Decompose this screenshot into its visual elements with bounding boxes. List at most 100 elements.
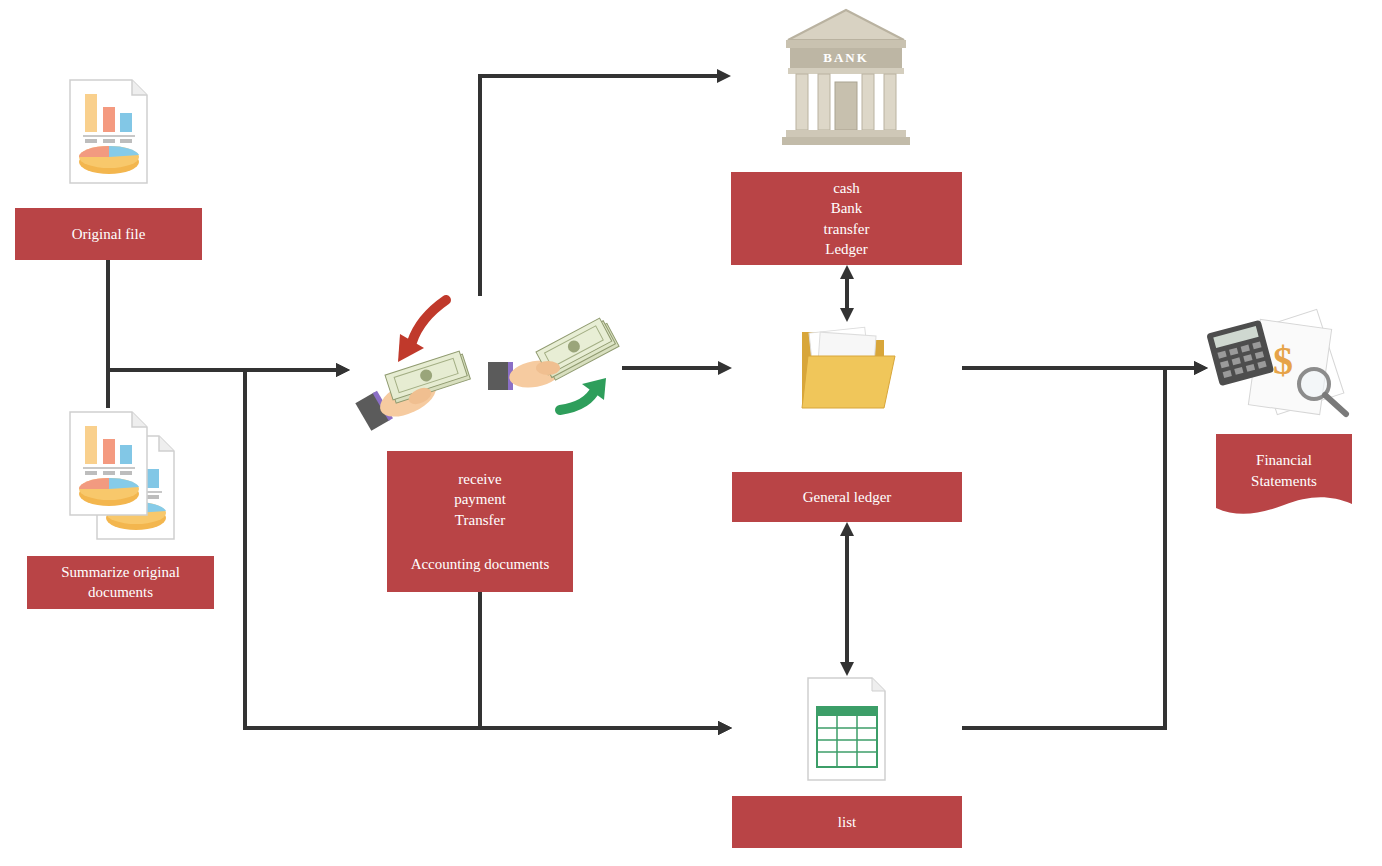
connector (108, 260, 343, 370)
calculator-icon (1217, 351, 1226, 359)
box-label: Summarize original documents (37, 562, 205, 603)
calculator-icon (1246, 364, 1255, 372)
calculator-icon (1206, 320, 1274, 387)
calculator-icon (1234, 367, 1243, 375)
connector (622, 366, 725, 370)
connector (845, 529, 849, 669)
box-heading: Accounting documents (411, 554, 550, 574)
connector (480, 592, 725, 728)
label-box: Original file (15, 208, 202, 260)
folder-icon (802, 356, 895, 408)
box-label: cash Bank transfer Ledger (824, 178, 870, 259)
bank-icon (790, 48, 902, 68)
pay-money-icon (582, 378, 606, 400)
spreadsheet-icon (817, 739, 877, 741)
label-box: Financial Statements (1216, 434, 1352, 515)
spreadsheet-icon (817, 727, 877, 729)
calculator-icon (1213, 326, 1258, 348)
box-label: list (838, 812, 856, 832)
document-node: Original file (15, 78, 202, 260)
pay-money-icon (560, 388, 596, 410)
bank-icon (786, 130, 906, 137)
spreadsheet-icon (872, 678, 885, 691)
receive-money-icon (412, 300, 446, 342)
spreadsheet-icon (817, 707, 877, 767)
box-label: Financial Statements (1251, 450, 1317, 491)
label-box: General ledger (732, 472, 962, 522)
calculator-icon (1257, 361, 1266, 369)
bank-icon (862, 74, 874, 130)
label-box: list (732, 796, 962, 848)
calculator-icon (1232, 357, 1241, 365)
document-node: Summarize original documents (27, 408, 214, 609)
document-shape (1216, 434, 1352, 514)
documents-icon (70, 412, 174, 539)
process-node: receive payment TransferAccounting docum… (350, 296, 622, 592)
calculator-icon (1220, 360, 1229, 368)
folder-icon (802, 327, 895, 408)
bank-icon (884, 74, 896, 130)
document-icon (70, 80, 147, 183)
calculator-icon (1255, 351, 1264, 359)
calculator-icon (1252, 341, 1261, 349)
calculator-icon (1206, 309, 1346, 414)
spreadsheet-icon (836, 707, 838, 767)
list-node: list (732, 676, 962, 848)
bank-node: cash Bank transfer Ledger (731, 8, 962, 265)
spreadsheet-icon (817, 751, 877, 753)
calculator-icon (1229, 348, 1238, 356)
receive-money-icon (419, 368, 434, 383)
bank-icon (782, 10, 910, 145)
ledger-node: General ledger (732, 322, 962, 522)
bank-sign: BANK (823, 50, 869, 66)
bank-icon (818, 74, 830, 130)
box-label: General ledger (803, 487, 892, 507)
spreadsheet-icon (817, 707, 877, 767)
pay-money-icon (536, 316, 619, 382)
spreadsheet-icon (808, 678, 885, 780)
calculator-icon (1223, 370, 1232, 378)
currency-symbol: $ (1273, 337, 1293, 384)
calculator-icon (1243, 354, 1252, 362)
connector (108, 260, 725, 728)
calculator-icon (1325, 395, 1346, 414)
receive-money-icon (355, 300, 470, 431)
receive-money-icon (398, 334, 424, 362)
pay-money-icon (545, 326, 604, 367)
calculator-icon (1206, 320, 1274, 387)
pay-money-icon (488, 316, 619, 410)
bank-icon (786, 40, 906, 48)
label-box: receive payment TransferAccounting docum… (387, 451, 573, 592)
bank-icon (835, 82, 857, 130)
calculator-icon (1217, 341, 1266, 378)
connector (480, 76, 724, 296)
calculator-icon (1241, 345, 1250, 353)
document-icon (70, 80, 147, 183)
bank-icon (788, 68, 904, 74)
pay-money-icon (536, 361, 560, 375)
bank-icon (782, 137, 910, 145)
box-label: Original file (72, 224, 146, 244)
box-label: receive payment Transfer (454, 469, 506, 530)
spreadsheet-icon (817, 707, 877, 716)
pay-money-icon (488, 362, 508, 390)
bank-icon (788, 10, 904, 40)
pay-money-icon (566, 338, 582, 354)
pay-money-icon (488, 362, 513, 390)
connector (108, 370, 725, 728)
spreadsheet-icon (808, 678, 885, 780)
receive-money-icon (406, 385, 434, 408)
pay-money-icon (536, 318, 612, 375)
connector (108, 370, 343, 408)
label-box: Summarize original documents (27, 556, 214, 609)
documents-icon (70, 412, 147, 515)
label-box: cash Bank transfer Ledger (731, 172, 962, 265)
connector (845, 272, 849, 315)
spreadsheet-icon (856, 707, 858, 767)
connector (962, 368, 1201, 728)
bank-icon (796, 74, 808, 130)
receive-money-icon (394, 358, 458, 392)
